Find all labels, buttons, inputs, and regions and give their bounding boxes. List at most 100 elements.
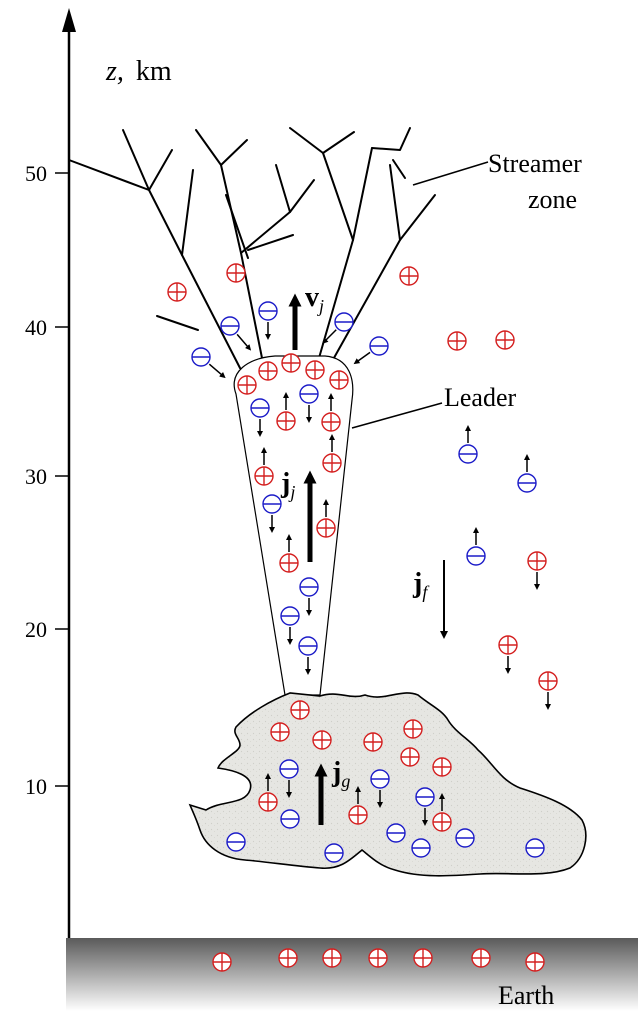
- positive-charge-icon: [290, 700, 310, 720]
- negative-charge-icon: [262, 494, 282, 514]
- positive-charge-icon: [471, 948, 491, 968]
- positive-charge-icon: [167, 282, 187, 302]
- positive-charge-icon: [278, 948, 298, 968]
- positive-charge-icon: [363, 732, 383, 752]
- velocity-subscript: j: [317, 296, 324, 316]
- positive-charge-icon: [400, 747, 420, 767]
- streamer-zone: [68, 127, 436, 369]
- negative-charge-icon: [279, 759, 299, 779]
- axis-tick-label: 50: [25, 161, 47, 186]
- field-current-subscript: f: [422, 582, 430, 602]
- vector-labels: vj jj jf jg: [280, 282, 430, 791]
- positive-charge-icon: [447, 331, 467, 351]
- negative-charge-icon: [458, 444, 478, 464]
- negative-charge-icon: [299, 577, 319, 597]
- positive-charge-icon: [226, 263, 246, 283]
- positive-charge-icon: [329, 370, 349, 390]
- axis-ticks: 50 40 30 20 10: [25, 161, 69, 799]
- positive-charge-icon: [281, 353, 301, 373]
- axis-label: z, km: [105, 56, 172, 87]
- negative-charge-icon: [324, 843, 344, 863]
- charge-motion-arrow-icon: [236, 333, 252, 351]
- negative-charge-icon: [220, 316, 240, 336]
- cloud-current-label: jg: [331, 757, 350, 791]
- positive-charge-icon: [312, 730, 332, 750]
- field-current-symbol: j: [412, 568, 422, 599]
- charge-motion-arrow-icon: [322, 329, 337, 344]
- leader-callout: [351, 402, 443, 429]
- axis-arrow-icon: [62, 8, 76, 32]
- positive-charge-icon: [527, 551, 547, 571]
- negative-charge-icon: [369, 336, 389, 356]
- positive-charge-icon: [495, 330, 515, 350]
- charge-motion-arrow-icon: [353, 351, 371, 365]
- leader-current-subscript: j: [288, 482, 295, 502]
- positive-charge-icon: [322, 453, 342, 473]
- z-axis: z, km 50 40 30 20 10: [25, 8, 172, 938]
- negative-charge-icon: [226, 832, 246, 852]
- leader-current-symbol: j: [280, 468, 290, 499]
- positive-charge-icon: [399, 266, 419, 286]
- negative-charge-icon: [370, 769, 390, 789]
- axis-tick-label: 10: [25, 774, 47, 799]
- positive-charge-icon: [538, 671, 558, 691]
- main-vectors: [288, 293, 448, 825]
- leader-label: Leader: [444, 383, 517, 412]
- axis-tick-label: 30: [25, 464, 47, 489]
- negative-charge-icon: [298, 636, 318, 656]
- negative-charge-icon: [280, 809, 300, 829]
- positive-charge-icon: [498, 635, 518, 655]
- leader-current-label: jj: [280, 468, 295, 502]
- positive-charge-icon: [316, 518, 336, 538]
- positive-charge-icon: [276, 411, 296, 431]
- leader-channel: [233, 355, 354, 696]
- charge-motion-arrow-icon: [208, 363, 226, 379]
- positive-charge-icon: [525, 952, 545, 972]
- negative-charge-icon: [466, 546, 486, 566]
- negative-charge-icon: [191, 347, 211, 367]
- negative-charge-icon: [525, 838, 545, 858]
- negative-charge-icon: [415, 787, 435, 807]
- cloud-current-symbol: j: [331, 757, 341, 788]
- axis-tick-label: 20: [25, 617, 47, 642]
- velocity-symbol: v: [305, 282, 319, 313]
- positive-charge-icon: [212, 952, 232, 972]
- positive-charge-icon: [348, 805, 368, 825]
- negative-charge-icon: [258, 301, 278, 321]
- earth-ground: Earth: [66, 938, 638, 1011]
- negative-charge-icon: [386, 823, 406, 843]
- positive-charge-icon: [237, 375, 257, 395]
- field-current-label: jf: [412, 568, 430, 602]
- positive-charge-icon: [258, 792, 278, 812]
- positive-charge-icon: [413, 948, 433, 968]
- streamer-zone-callout: [412, 161, 489, 186]
- positive-charge-icon: [322, 948, 342, 968]
- positive-charge-icon: [305, 360, 325, 380]
- streamer-zone-label-line1: Streamer: [488, 149, 582, 178]
- annotations: Streamer zone Leader: [351, 149, 582, 429]
- positive-charge-icon: [368, 948, 388, 968]
- negative-charge-icon: [280, 606, 300, 626]
- charge-particles: [167, 263, 558, 972]
- positive-charge-icon: [254, 466, 274, 486]
- velocity-label: vj: [305, 282, 324, 316]
- negative-charge-icon: [299, 384, 319, 404]
- positive-charge-icon: [432, 812, 452, 832]
- axis-tick-label: 40: [25, 315, 47, 340]
- negative-charge-icon: [455, 828, 475, 848]
- positive-charge-icon: [270, 722, 290, 742]
- positive-charge-icon: [321, 412, 341, 432]
- positive-charge-icon: [432, 757, 452, 777]
- earth-label: Earth: [498, 981, 554, 1010]
- axis-unit: km: [136, 56, 172, 87]
- positive-charge-icon: [279, 553, 299, 573]
- positive-charge-icon: [403, 719, 423, 739]
- cloud-current-subscript: g: [341, 771, 350, 791]
- streamer-zone-label-line2: zone: [528, 185, 577, 214]
- negative-charge-icon: [517, 473, 537, 493]
- negative-charge-icon: [334, 312, 354, 332]
- negative-charge-icon: [250, 398, 270, 418]
- axis-variable: z,: [105, 56, 124, 87]
- negative-charge-icon: [411, 838, 431, 858]
